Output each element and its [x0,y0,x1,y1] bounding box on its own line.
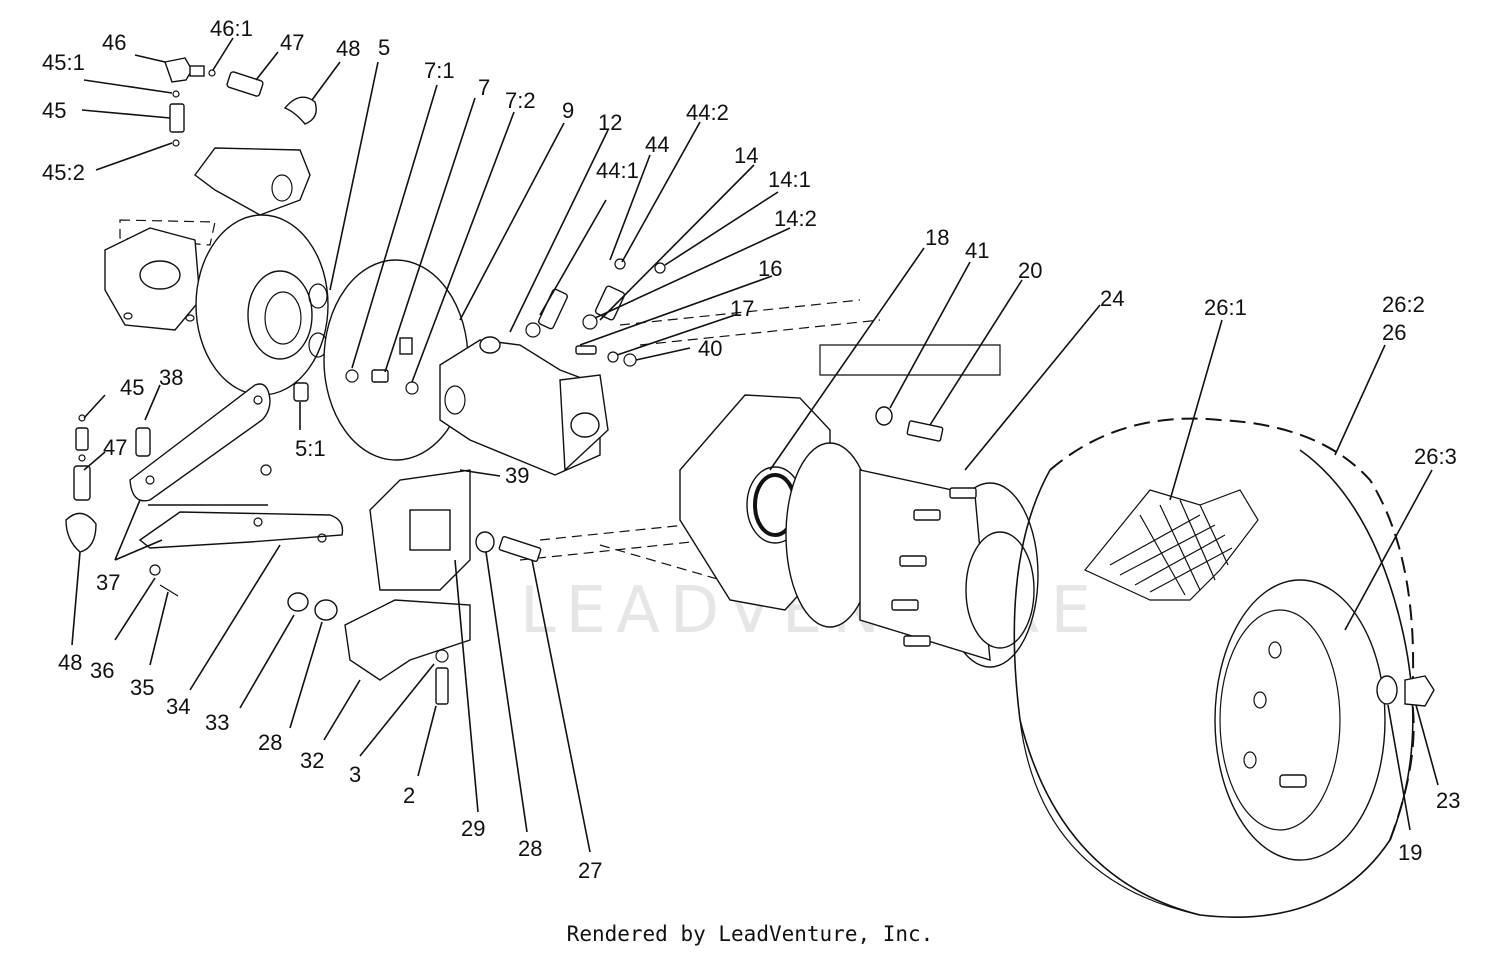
callout-38: 38 [159,365,183,390]
oring-14-1 [654,262,666,274]
leader-lines [71,37,1439,853]
fitting-45 [169,103,185,133]
spacer-5-1 [293,382,309,402]
callout-36: 36 [90,658,114,683]
callout-34: 34 [166,694,190,719]
pin-35 [159,584,179,597]
callout-19: 19 [1398,840,1422,865]
tire [1013,417,1415,918]
fittings-left-stack [65,414,97,553]
callout-48-lower: 48 [58,650,82,675]
support-bracket [344,599,471,681]
footer-credit: Rendered by LeadVenture, Inc. [566,922,934,946]
washer-17 [607,351,619,363]
callout-46-1: 46:1 [210,16,253,41]
callout-7-1: 7:1 [424,58,455,83]
callout-44: 44 [645,132,669,157]
callout-35: 35 [130,675,154,700]
callout-2: 2 [403,783,415,808]
callout-14-1: 14:1 [768,167,811,192]
callout-24: 24 [1100,286,1124,311]
callout-26-3: 26:3 [1414,444,1457,469]
callout-45: 45 [42,98,66,123]
callout-20: 20 [1018,258,1042,283]
callout-33: 33 [205,710,229,735]
callout-41: 41 [965,238,989,263]
oring-14-2 [582,314,598,330]
callout-28-left: 28 [258,730,282,755]
wheel-rim [1214,579,1386,861]
caliper-bracket [119,147,311,246]
nut-33-spacer-28 [287,592,338,621]
callout-7: 7 [478,75,490,100]
mounting-plate [369,469,471,591]
hub-disc-7 [323,259,469,461]
callout-28-right: 28 [518,836,542,861]
spacer-28-bolt-27 [475,531,542,563]
lever-arm-upper [129,383,271,502]
callout-18: 18 [925,225,949,250]
callout-labels: 46 46:1 47 48 5 45:1 45 45:2 7:1 7 7:2 9… [42,16,1460,883]
washer-19-nut-23 [1376,675,1435,707]
callout-46: 46 [102,30,126,55]
callout-26: 26 [1382,320,1406,345]
bolt-44-1 [525,288,568,338]
bolt-38 [135,427,151,457]
callout-45-1: 45:1 [42,50,85,75]
brake-caliper [104,227,201,331]
callout-45-2: 45:2 [42,160,85,185]
callout-26-1: 26:1 [1204,295,1247,320]
callout-39: 39 [505,463,529,488]
callout-45-lower: 45 [120,375,144,400]
oring-44-2 [614,258,626,270]
nut-36 [260,464,272,476]
washer-41-bolt-20 [875,406,944,442]
callout-5: 5 [378,35,390,60]
callout-47: 47 [280,30,304,55]
callout-9: 9 [562,98,574,123]
callout-44-2: 44:2 [686,100,729,125]
callout-44-1: 44:1 [596,158,639,183]
callout-37: 37 [96,570,120,595]
lever-arm-lower [138,504,344,549]
cap-48 [283,96,317,125]
oring-45-2 [172,139,180,147]
bolt-16 [575,345,597,355]
oring-45-1 [172,90,180,98]
callout-27: 27 [578,858,602,883]
bolt-2 [435,649,449,705]
callout-29: 29 [461,816,485,841]
oring-46-1 [208,69,216,77]
callout-3: 3 [349,762,361,787]
callout-23: 23 [1436,788,1460,813]
tread-section [1084,489,1259,601]
gearbox-housing [439,336,609,476]
brake-disc [195,214,329,396]
callout-16: 16 [758,256,782,281]
wheel-hub [785,442,1039,668]
callout-17: 17 [730,296,754,321]
callout-12: 12 [598,110,622,135]
callout-32: 32 [300,748,324,773]
fitting-47 [226,71,264,97]
callout-7-2: 7:2 [505,88,536,113]
nut-36b [149,564,161,576]
nut-40 [623,353,637,367]
callout-26-2: 26:2 [1382,292,1425,317]
callout-5-1: 5:1 [295,436,326,461]
callout-14: 14 [734,143,758,168]
callout-47-lower: 47 [103,435,127,460]
callout-14-2: 14:2 [774,206,817,231]
callout-48: 48 [336,36,360,61]
fitting-46-elbow [164,57,205,83]
callout-40: 40 [698,336,722,361]
